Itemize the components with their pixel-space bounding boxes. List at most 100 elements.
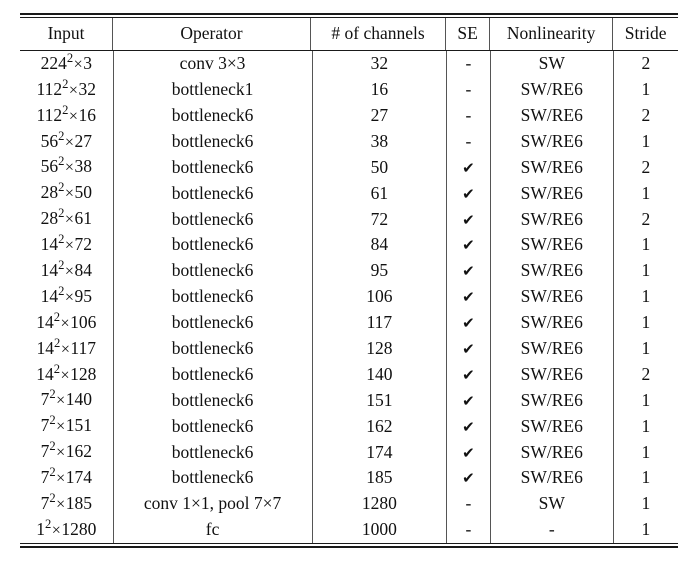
cell-se: - (446, 51, 491, 77)
check-icon: ✔ (462, 365, 475, 384)
cell-operator: bottleneck6 (113, 258, 313, 285)
cell-stride: 1 (641, 286, 651, 307)
cell-operator: fc (113, 517, 313, 543)
cell-operator: bottleneck6 (113, 413, 313, 440)
cell-se: ✔ (446, 154, 491, 181)
cell-stride: 2 (641, 208, 651, 229)
cell-operator: bottleneck6 (113, 154, 313, 181)
cell-stride: 1 (641, 389, 651, 410)
cell-input: 72×162 (20, 439, 114, 466)
cell-se: ✔ (446, 180, 491, 207)
column-header-nonlinearity: Nonlinearity (489, 18, 614, 50)
cell-operator: bottleneck6 (113, 361, 313, 388)
cell-se: ✔ (446, 465, 491, 492)
cell-input: 72×151 (20, 413, 114, 440)
cell-operator: conv 1×1, pool 7×7 (113, 491, 313, 518)
cell-nonlinearity: SW/RE6 (490, 258, 614, 285)
cell-channels: 174 (312, 439, 448, 466)
cell-input: 72×185 (20, 491, 114, 518)
cell-nonlinearity: SW/RE6 (490, 206, 614, 233)
cell-input: 1122×16 (20, 102, 114, 129)
cell-nonlinearity: SW/RE6 (490, 387, 614, 414)
cell-se: ✔ (446, 206, 491, 233)
cell-se: - (446, 76, 491, 103)
table-header-rule (20, 50, 678, 51)
cell-stride: 1 (641, 337, 651, 358)
cell-se: ✔ (446, 335, 491, 362)
cell-stride: 1 (641, 441, 651, 462)
cell-nonlinearity: SW/RE6 (490, 128, 614, 155)
cell-stride: 2 (641, 156, 651, 177)
cell-nonlinearity: SW/RE6 (490, 76, 614, 103)
cell-nonlinearity: SW/RE6 (490, 180, 614, 207)
cell-stride: 1 (641, 493, 651, 514)
cell-stride: 2 (641, 53, 651, 74)
cell-input: 142×84 (20, 258, 114, 285)
cell-input: 282×50 (20, 180, 114, 207)
table-header-row: Input Operator # of channels SE Nonlinea… (20, 18, 678, 50)
cell-nonlinearity: SW/RE6 (490, 361, 614, 388)
cell-input: 2242×3 (20, 51, 114, 77)
check-icon: ✔ (462, 391, 475, 410)
cell-nonlinearity: SW/RE6 (490, 335, 614, 362)
cell-channels: 1000 (312, 517, 448, 543)
check-icon: ✔ (462, 443, 475, 462)
cell-nonlinearity: SW/RE6 (490, 309, 614, 336)
cell-input: 562×27 (20, 128, 114, 155)
cell-se: ✔ (446, 232, 491, 259)
cell-operator: bottleneck6 (113, 335, 313, 362)
check-icon: ✔ (462, 262, 475, 281)
cell-nonlinearity: - (490, 517, 614, 543)
cell-operator: bottleneck6 (113, 309, 313, 336)
cell-operator: bottleneck1 (113, 76, 313, 103)
cell-input: 142×106 (20, 309, 114, 336)
cell-se: ✔ (446, 413, 491, 440)
cell-channels: 27 (312, 102, 448, 129)
cell-nonlinearity: SW/RE6 (490, 413, 614, 440)
network-architecture-table: Input Operator # of channels SE Nonlinea… (20, 18, 678, 50)
column-header-input: Input (20, 18, 114, 50)
cell-channels: 128 (312, 335, 448, 362)
cell-channels: 84 (312, 232, 448, 259)
cell-channels: 16 (312, 76, 448, 103)
cell-se: - (446, 517, 491, 543)
cell-channels: 32 (312, 51, 448, 77)
cell-operator: bottleneck6 (113, 439, 313, 466)
architecture-table-container: Input Operator # of channels SE Nonlinea… (20, 13, 678, 548)
column-header-se: SE (445, 18, 490, 50)
cell-channels: 72 (312, 206, 448, 233)
cell-input: 72×174 (20, 465, 114, 492)
cell-operator: bottleneck6 (113, 180, 313, 207)
cell-channels: 61 (312, 180, 448, 207)
cell-se: ✔ (446, 361, 491, 388)
cell-channels: 117 (312, 309, 448, 336)
cell-input: 72×140 (20, 387, 114, 414)
check-icon: ✔ (462, 210, 475, 229)
cell-se: ✔ (446, 439, 491, 466)
table-top-rule-thick (20, 13, 678, 15)
cell-channels: 50 (312, 154, 448, 181)
cell-nonlinearity: SW/RE6 (490, 232, 614, 259)
check-icon: ✔ (462, 288, 475, 307)
cell-input: 562×38 (20, 154, 114, 181)
column-header-channels: # of channels (310, 18, 447, 50)
cell-nonlinearity: SW/RE6 (490, 284, 614, 310)
cell-se: ✔ (446, 284, 491, 310)
cell-channels: 151 (312, 387, 448, 414)
column-header-operator: Operator (112, 18, 311, 50)
